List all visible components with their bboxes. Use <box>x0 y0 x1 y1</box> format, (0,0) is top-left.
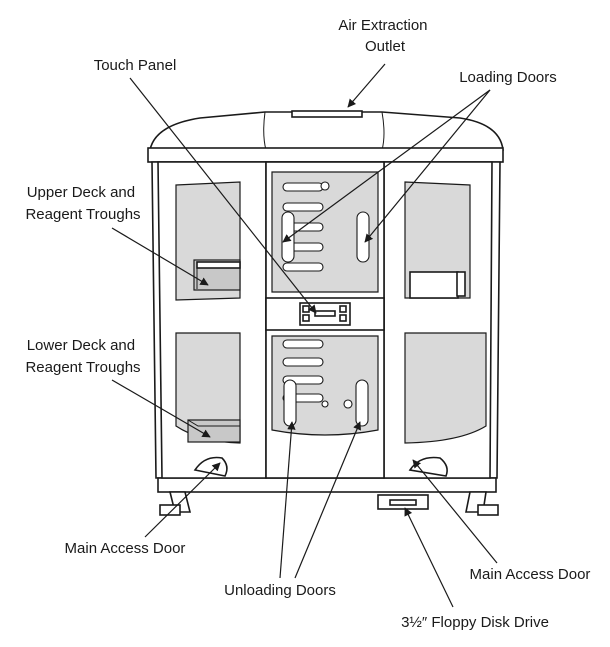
labels: Air Extraction Outlet Touch Panel Loadin… <box>25 17 590 631</box>
label-upper-deck: Upper Deck and Reagent Troughs <box>25 184 140 223</box>
label-main-access-door-left: Main Access Door <box>65 540 186 557</box>
label-air-extraction-outlet: Air Extraction Outlet <box>338 17 431 55</box>
floppy-drive <box>377 494 429 510</box>
label-unloading-doors: Unloading Doors <box>224 582 336 599</box>
label-lower-deck: Lower Deck and Reagent Troughs <box>25 337 140 376</box>
leader-lines <box>111 63 498 608</box>
center-section <box>265 161 385 479</box>
left-access-door <box>157 161 267 479</box>
label-floppy-disk-drive: 3½″ Floppy Disk Drive <box>401 614 549 631</box>
label-main-access-door-right: Main Access Door <box>470 566 591 583</box>
right-access-door <box>383 161 493 479</box>
label-touch-panel: Touch Panel <box>94 57 177 74</box>
label-loading-doors: Loading Doors <box>459 69 557 86</box>
